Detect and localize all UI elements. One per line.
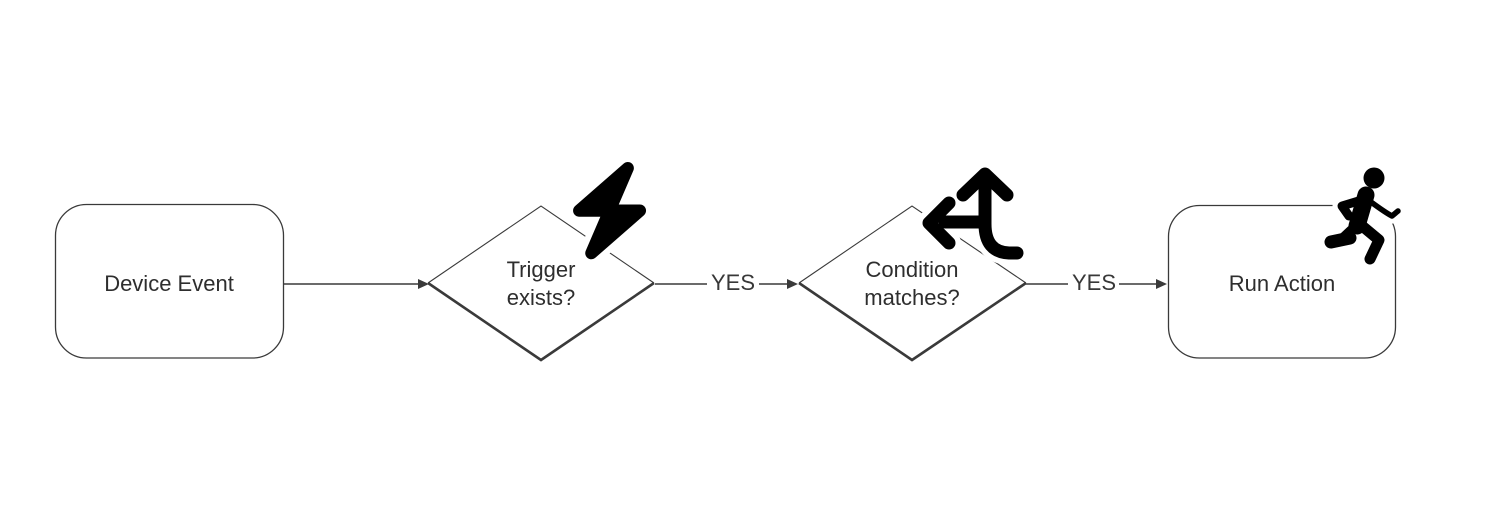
label-line: Trigger (506, 257, 576, 282)
edge-label-yes-2: YES (1071, 270, 1117, 295)
lightning-bolt-icon (567, 155, 653, 266)
node-run-action-label: Run Action (1228, 271, 1336, 296)
node-device-event-label: Device Event (104, 271, 234, 296)
node-device-event-shape (54, 203, 285, 359)
edge-condition-matches-to-run-action (1026, 279, 1167, 289)
split-arrows-icon (917, 162, 1029, 265)
node-trigger-exists-label: Trigger exists? (507, 256, 576, 312)
arrowhead (787, 279, 798, 289)
node-condition-matches-label: Condition matches? (864, 256, 959, 312)
edge-label-yes-1: YES (710, 270, 756, 295)
arrowhead (1156, 279, 1167, 289)
arrowhead (418, 279, 429, 289)
label-line: Condition (865, 257, 959, 282)
edge-trigger-exists-to-condition-matches (655, 279, 798, 289)
label-line: exists? (506, 285, 576, 310)
edge-device-event-to-trigger-exists (284, 279, 429, 289)
person-running-icon (1319, 162, 1406, 270)
label-line: matches? (864, 285, 960, 310)
